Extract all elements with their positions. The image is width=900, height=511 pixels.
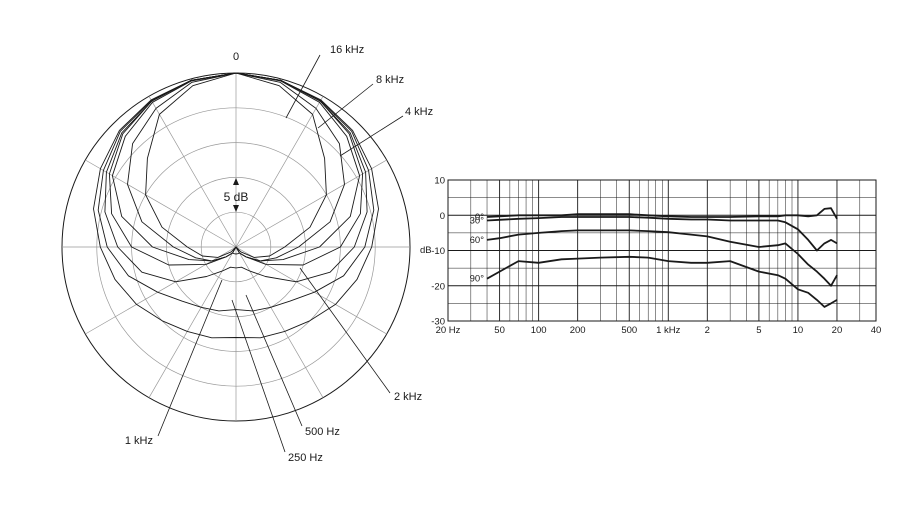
polar-scale-arrow-up (233, 178, 239, 185)
frequency-y-axis-label: dB (420, 245, 432, 256)
leader-4-khz (339, 115, 404, 157)
response-curve-0deg (486, 207, 838, 220)
x-tick-label: 5 (756, 325, 761, 336)
freq-label-8-khz: 8 kHz (376, 74, 404, 86)
leader-2-khz (299, 267, 391, 394)
polar-spoke (148, 246, 237, 398)
response-curve-90deg (486, 255, 838, 308)
y-tick-label: 10 (434, 176, 445, 187)
leader-16-khz (285, 54, 321, 119)
x-tick-label: 10 (793, 325, 804, 336)
polar-spoke (85, 159, 237, 248)
polar-spoke (235, 159, 387, 248)
polar-curve-4-khz (111, 72, 361, 262)
response-curve-60deg (486, 229, 838, 287)
x-tick-label: 2 (705, 325, 710, 336)
series-label-0deg: 0° (475, 212, 484, 223)
polar-scale-label: 5 dB (224, 190, 249, 204)
frequency-curves: 0°30° 60° 90° (470, 207, 838, 308)
freq-label-250-hz: 250 Hz (288, 452, 323, 464)
polar-leader-lines: 16 kHz 8 kHz 4 kHz 2 kHz 1 kHz 500 Hz 250 Hz (125, 44, 433, 464)
polar-grid (61, 72, 411, 422)
polar-spoke (235, 96, 324, 248)
polar-curve-500-hz (97, 72, 375, 312)
polar-pattern-chart: 0 5 dB 16 kHz 8 kHz 4 kHz 2 kHz 1 kHz 500 Hz 2… (61, 44, 433, 464)
leader-8-khz (317, 83, 374, 129)
x-tick-label: 20 Hz (436, 325, 461, 336)
x-tick-label: 20 (832, 325, 843, 336)
freq-label-4-khz: 4 kHz (405, 106, 433, 118)
y-tick-label: -10 (431, 246, 445, 257)
leader-1-khz (157, 279, 223, 437)
frequency-grid (447, 179, 877, 322)
polar-angle-label: 0 (233, 51, 239, 63)
polar-curve-2-khz (108, 72, 364, 266)
polar-scale-arrow-down (233, 205, 239, 212)
x-tick-label: 40 (871, 325, 882, 336)
freq-label-2-khz: 2 kHz (394, 391, 422, 403)
polar-spoke (235, 246, 387, 335)
freq-label-500-hz: 500 Hz (305, 426, 340, 438)
leader-250-hz (231, 299, 286, 453)
x-tick-label: 200 (570, 325, 586, 336)
y-tick-label: -20 (431, 281, 445, 292)
freq-label-1-khz: 1 kHz (125, 435, 153, 447)
polar-spoke (148, 96, 237, 248)
series-label-60deg: 60° (470, 235, 485, 246)
polar-spoke (85, 246, 237, 335)
polar-curve-250-hz (93, 72, 379, 339)
y-tick-label: 0 (440, 211, 445, 222)
freq-label-16-khz: 16 kHz (330, 44, 364, 56)
y-tick-label: -30 (431, 317, 445, 328)
polar-curve-1-khz (104, 72, 368, 283)
x-tick-label: 1 kHz (656, 325, 681, 336)
polar-curves (93, 72, 379, 339)
response-curve-30deg (486, 216, 838, 252)
polar-spoke (235, 246, 324, 398)
leader-500-hz (245, 294, 303, 427)
series-label-90deg: 90° (470, 274, 485, 285)
x-tick-label: 50 (494, 325, 505, 336)
series-label-30deg: 30° (470, 216, 485, 227)
x-tick-label: 500 (621, 325, 637, 336)
x-tick-label: 100 (531, 325, 547, 336)
